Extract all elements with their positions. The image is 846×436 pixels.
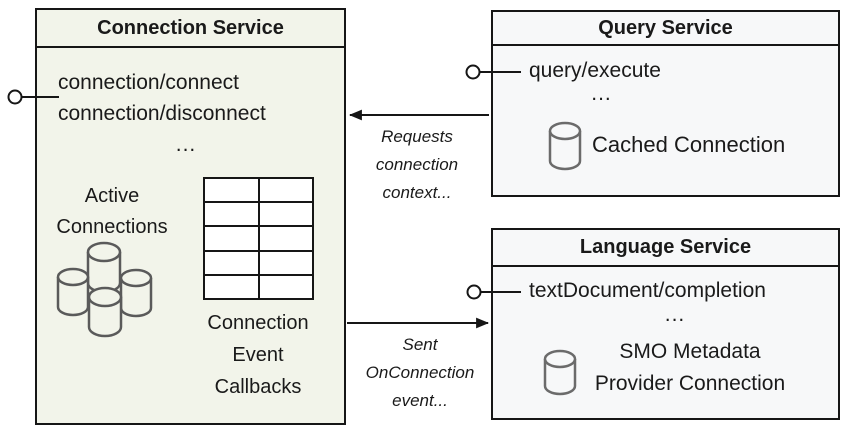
callback-table-cell <box>259 251 312 274</box>
method-connection-connect: connection/connect <box>58 71 239 94</box>
callback-table-cell <box>205 251 258 274</box>
language-service-title: Language Service <box>579 236 752 258</box>
requests-connection-context-label: Requests connection context... <box>375 127 459 202</box>
connection-service-title: Connection Service <box>97 16 284 39</box>
cached-connection-label: Cached Connection <box>592 132 786 157</box>
smo-metadata-label-line1: SMO Metadata <box>619 340 761 363</box>
callback-table-cell <box>205 227 258 250</box>
connection-service-header: Connection Service <box>37 10 344 48</box>
query-service-box: Query Service <box>491 10 840 197</box>
sent-onconnection-event-label: Sent OnConnection event... <box>365 335 475 410</box>
method-textdocument-completion: textDocument/completion <box>529 279 766 302</box>
callback-table-cell <box>205 275 258 298</box>
query-methods-ellipsis: ... <box>591 82 612 105</box>
smo-metadata-label: SMO Metadata Provider Connection <box>590 336 790 400</box>
callback-table-cell <box>205 179 258 202</box>
query-service-header: Query Service <box>493 12 838 46</box>
callback-table-cell <box>259 227 312 250</box>
callback-table-cell <box>259 275 312 298</box>
callback-table-cell <box>259 179 312 202</box>
connection-methods: connection/connect connection/disconnect… <box>58 67 314 160</box>
language-methods-ellipsis: ... <box>664 303 686 326</box>
query-service-title: Query Service <box>598 16 733 39</box>
callback-table-cell <box>205 203 258 226</box>
callback-table <box>203 177 314 300</box>
callbacks-label: Connection Event Callbacks <box>207 312 309 398</box>
smo-metadata-label-line2: Provider Connection <box>594 372 786 395</box>
method-query-execute: query/execute <box>529 59 661 82</box>
method-connection-disconnect: connection/disconnect <box>58 102 266 125</box>
language-service-header: Language Service <box>493 230 838 267</box>
active-connections-label: Active Connections <box>56 185 168 238</box>
connection-methods-ellipsis: ... <box>175 133 197 156</box>
callback-table-cell <box>259 203 312 226</box>
